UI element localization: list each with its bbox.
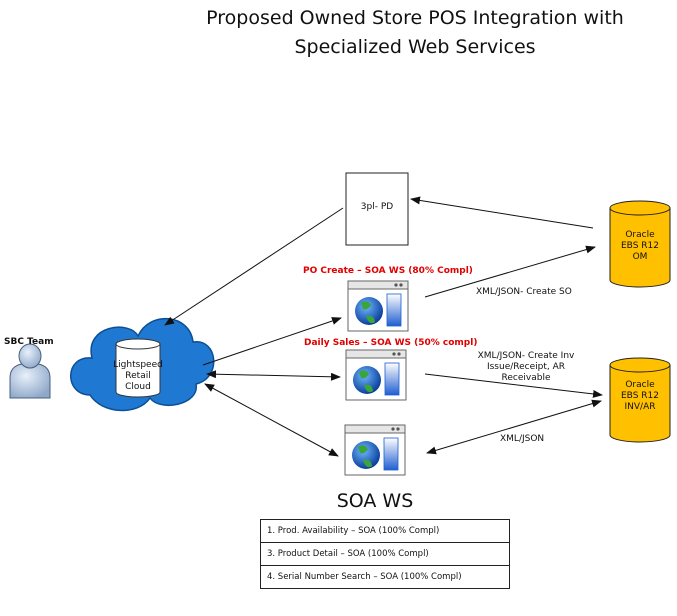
web-service-icon xyxy=(347,280,409,332)
database-icon xyxy=(609,357,671,443)
xml-json-label: XML/JSON xyxy=(500,434,545,444)
arrow-po-ws-to-om xyxy=(424,245,596,298)
web-service-icon xyxy=(344,424,406,476)
table-row: 4. Serial Number Search – SOA (100% Comp… xyxy=(260,565,510,589)
arrow-cloud-daily-sales xyxy=(206,370,341,381)
oracle-inv-line-3: INV/AR xyxy=(624,402,656,412)
oracle-om-label: Oracle EBS R12 OM xyxy=(610,230,670,263)
soa-ws-table: 1. Prod. Availability – SOA (100% Compl)… xyxy=(260,519,510,589)
cloud-icon xyxy=(70,318,215,412)
table-row: 3. Product Detail – SOA (100% Compl) xyxy=(260,542,510,566)
soa-item: 4. Serial Number Search – SOA (100% Comp… xyxy=(260,565,510,589)
soa-item: 3. Product Detail – SOA (100% Compl) xyxy=(260,542,510,566)
sbc-team-label: SBC Team xyxy=(4,337,54,347)
arrow-om-to-pd xyxy=(410,196,594,229)
cloud-label-line-1: Lightspeed xyxy=(113,360,163,370)
cloud-label-line-3: Cloud xyxy=(125,382,151,392)
create-inv-line-1: XML/JSON- Create Inv xyxy=(477,351,575,361)
po-create-label: PO Create – SOA WS (80% Compl) xyxy=(303,266,473,276)
pd-box-shape xyxy=(345,172,409,246)
oracle-inv-line-2: EBS R12 xyxy=(621,391,659,401)
oracle-om-line-1: Oracle xyxy=(625,230,655,240)
create-inv-label: XML/JSON- Create Inv Issue/Receipt, AR R… xyxy=(466,351,586,384)
cloud-label-line-2: Retail xyxy=(125,371,151,381)
oracle-om-line-2: EBS R12 xyxy=(621,241,659,251)
pd-box-label: 3pl- PD xyxy=(360,202,394,212)
oracle-inv-label: Oracle EBS R12 INV/AR xyxy=(610,380,670,413)
title-line-1: Proposed Owned Store POS Integration wit… xyxy=(206,7,624,29)
arrow-pd-to-cloud xyxy=(164,207,344,326)
arrow-ws3-to-inv xyxy=(426,399,602,455)
create-so-label: XML/JSON- Create SO xyxy=(476,287,572,297)
soa-ws-title: SOA WS xyxy=(336,490,414,512)
title-line-2: Specialized Web Services xyxy=(294,36,536,58)
web-service-icon xyxy=(345,349,407,401)
oracle-inv-line-1: Oracle xyxy=(625,380,655,390)
daily-sales-label: Daily Sales – SOA WS (50% compl) xyxy=(304,338,478,348)
create-inv-line-3: Receivable xyxy=(501,373,551,383)
arrow-cloud-to-ws3 xyxy=(204,383,339,457)
arrow-cloud-to-po-ws xyxy=(202,317,342,366)
soa-item: 1. Prod. Availability – SOA (100% Compl) xyxy=(260,519,510,543)
cloud-label: Lightspeed Retail Cloud xyxy=(111,360,165,393)
database-icon xyxy=(609,200,671,288)
person-icon xyxy=(9,343,51,399)
arrow-sales-ws-to-inv xyxy=(424,373,603,398)
oracle-om-line-3: OM xyxy=(632,252,648,262)
table-row: 1. Prod. Availability – SOA (100% Compl) xyxy=(260,519,510,543)
diagram-title: Proposed Owned Store POS Integration wit… xyxy=(160,4,670,62)
create-inv-line-2: Issue/Receipt, AR xyxy=(486,362,566,372)
